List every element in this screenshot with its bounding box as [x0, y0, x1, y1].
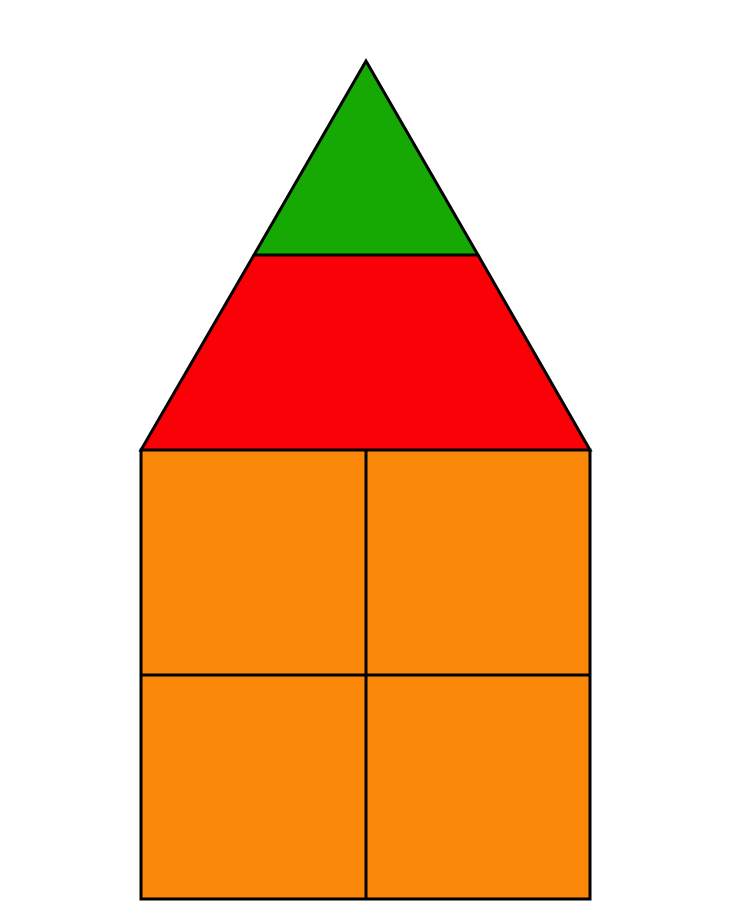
wall-square-bottom-right: [364, 673, 592, 901]
wall-square-top-right: [364, 448, 592, 677]
shapes-layer: [138, 57, 593, 901]
roof-top-triangle: [251, 57, 481, 257]
roof-middle-trapezoid: [138, 253, 593, 452]
wall-square-bottom-left: [139, 673, 368, 901]
wall-square-top-left: [139, 448, 368, 677]
